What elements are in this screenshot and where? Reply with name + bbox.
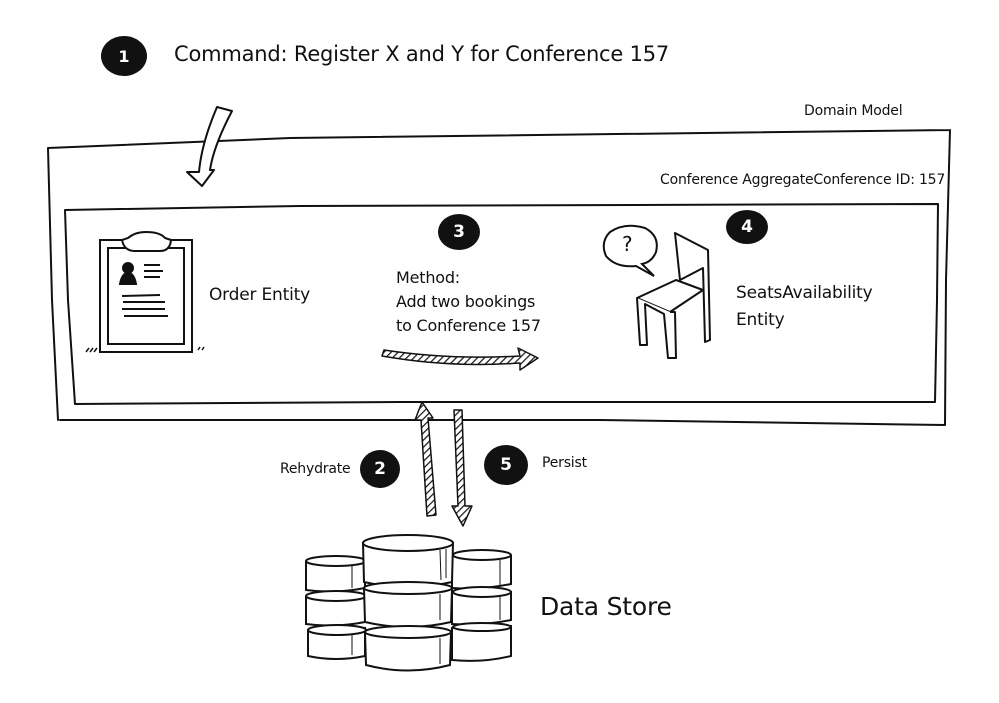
db-disk-center-3 <box>363 625 453 672</box>
step-3-badge: 3 <box>438 214 480 250</box>
method-label-line-3: to Conference 157 <box>396 316 541 335</box>
persist-label: Persist <box>542 455 587 471</box>
domain-model-box <box>47 129 951 426</box>
db-disk-left-3 <box>307 624 367 660</box>
chair-icon <box>636 232 711 359</box>
db-disk-center-1 <box>361 534 455 588</box>
command-arrow-icon <box>186 106 233 187</box>
rehydrate-label: Rehydrate <box>280 461 351 477</box>
domain-model-title: Domain Model <box>804 103 903 119</box>
seats-entity-label-line-1: SeatsAvailability <box>736 283 873 303</box>
step-2-badge: 2 <box>360 450 400 488</box>
db-disk-left-1 <box>305 555 367 593</box>
rehydrate-arrow-icon <box>414 401 437 517</box>
aggregate-box <box>64 203 939 405</box>
step-1-badge: 1 <box>101 36 147 76</box>
method-arrow-icon <box>381 347 539 371</box>
step-4-badge: 4 <box>726 210 768 244</box>
method-label-line-1: Method: <box>396 268 460 287</box>
database-icon <box>305 534 512 672</box>
db-disk-left-2 <box>305 590 367 627</box>
command-label: Command: Register X and Y for Conference… <box>174 42 670 66</box>
step-5-badge: 5 <box>484 445 528 485</box>
db-disk-right-1 <box>451 549 512 590</box>
method-label-line-2: Add two bookings <box>396 292 536 311</box>
order-entity-label: Order Entity <box>209 285 310 305</box>
speech-bubble-icon <box>602 224 658 277</box>
seats-entity-label: SeatsAvailability Entity <box>736 280 873 334</box>
clipboard-icon <box>85 230 205 353</box>
aggregate-title: Conference AggregateConference ID: 157 <box>660 172 946 188</box>
persist-arrow-icon <box>451 409 473 527</box>
db-disk-center-2 <box>362 581 454 628</box>
data-store-label: Data Store <box>540 592 672 621</box>
db-disk-right-2 <box>451 586 512 626</box>
db-disk-right-3 <box>451 622 512 662</box>
method-label: Method: Add two bookings to Conference 1… <box>396 266 541 338</box>
question-mark: ? <box>622 232 633 256</box>
seats-entity-label-line-2: Entity <box>736 310 785 330</box>
